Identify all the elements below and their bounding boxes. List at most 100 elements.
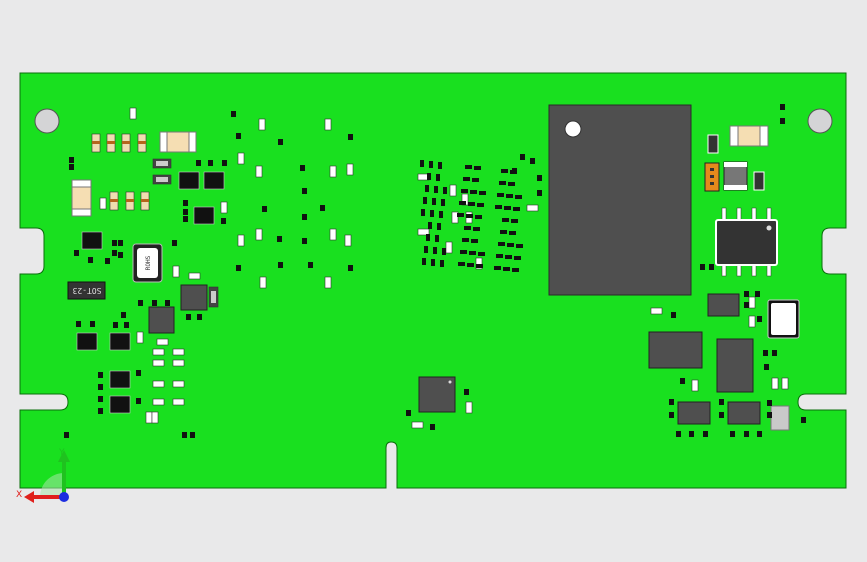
black-pad <box>470 190 477 194</box>
black-pad <box>458 262 465 266</box>
black-pad <box>437 223 441 230</box>
black-pad <box>457 213 464 217</box>
y-axis-label: Y <box>58 448 65 458</box>
black-pad <box>348 134 353 140</box>
white-pad <box>129 107 137 120</box>
black-pad <box>513 207 520 211</box>
black-pad <box>506 194 513 198</box>
small-ic <box>81 231 103 250</box>
resistor-band <box>107 141 115 144</box>
black-pad <box>744 291 749 297</box>
small-ic <box>109 395 131 414</box>
mounting-hole-left <box>34 108 60 134</box>
black-pad <box>121 312 126 318</box>
black-pad <box>222 160 227 166</box>
black-pad <box>64 432 69 438</box>
white-pad <box>346 163 354 176</box>
black-pad <box>152 300 157 306</box>
black-pad <box>496 254 503 258</box>
black-pad <box>505 255 512 259</box>
black-pad <box>423 197 427 204</box>
black-pad <box>473 227 480 231</box>
black-pad <box>136 370 141 376</box>
white-pad <box>771 377 779 390</box>
black-pad <box>406 410 411 416</box>
black-pad <box>420 160 424 167</box>
resistor-band <box>122 141 130 144</box>
white-pad <box>258 118 266 131</box>
black-pad <box>466 214 473 218</box>
white-pad <box>255 228 263 241</box>
black-pad <box>236 133 241 139</box>
white-pad <box>465 401 473 414</box>
black-pad <box>472 178 479 182</box>
ic-chip <box>180 284 208 311</box>
white-pad <box>152 398 165 406</box>
black-pad <box>165 300 170 306</box>
white-pad <box>145 411 153 424</box>
black-pad <box>669 399 674 405</box>
black-pad <box>474 166 481 170</box>
white-pad <box>449 184 457 197</box>
black-pad <box>443 187 447 194</box>
white-pad <box>748 315 756 328</box>
resistor-band <box>92 141 100 144</box>
small-ic <box>76 332 98 351</box>
white-pad <box>445 241 453 254</box>
white-pad <box>329 228 337 241</box>
x-axis-label: X <box>16 490 22 500</box>
black-pad <box>730 431 735 437</box>
black-pad <box>278 139 283 145</box>
black-pad <box>515 195 522 199</box>
axis-triad: Y X <box>16 448 70 503</box>
black-pad <box>767 412 772 418</box>
black-pad <box>435 235 439 242</box>
white-pad <box>152 348 165 356</box>
resistor <box>753 171 765 191</box>
black-pad <box>278 262 283 268</box>
black-pad <box>441 199 445 206</box>
black-pad <box>520 154 525 160</box>
black-pad <box>516 244 523 248</box>
black-pad <box>439 211 443 218</box>
black-pad <box>302 238 307 244</box>
black-pad <box>512 268 519 272</box>
black-pad <box>500 230 507 234</box>
black-pad <box>432 198 436 205</box>
black-pad <box>98 408 103 414</box>
black-pad <box>438 162 442 169</box>
black-pad <box>262 206 267 212</box>
black-pad <box>502 218 509 222</box>
black-pad <box>509 231 516 235</box>
black-pad <box>468 202 475 206</box>
white-pad <box>172 380 185 388</box>
resistor-band <box>126 199 134 202</box>
black-pad <box>464 389 469 395</box>
fuse-component <box>729 125 769 147</box>
sot23-label: SOT-23 <box>72 286 101 295</box>
white-pad <box>259 276 267 289</box>
black-pad <box>136 398 141 404</box>
black-pad <box>757 316 762 322</box>
black-pad <box>428 222 432 229</box>
black-pad <box>463 177 470 181</box>
resistor-band <box>156 177 168 182</box>
crystal-oscillator: ROHS <box>132 243 163 283</box>
black-pad <box>772 350 777 356</box>
small-ic <box>193 206 215 225</box>
white-pad <box>417 228 430 236</box>
black-pad <box>105 258 110 264</box>
soic8-chip <box>715 207 778 277</box>
black-pad <box>497 193 504 197</box>
black-pad <box>433 247 437 254</box>
black-pad <box>767 400 772 406</box>
black-pad <box>514 256 521 260</box>
white-pad <box>526 204 539 212</box>
white-pad <box>650 307 663 315</box>
resistor-band <box>138 141 146 144</box>
black-pad <box>467 263 474 267</box>
black-pad <box>430 210 434 217</box>
black-pad <box>236 265 241 271</box>
